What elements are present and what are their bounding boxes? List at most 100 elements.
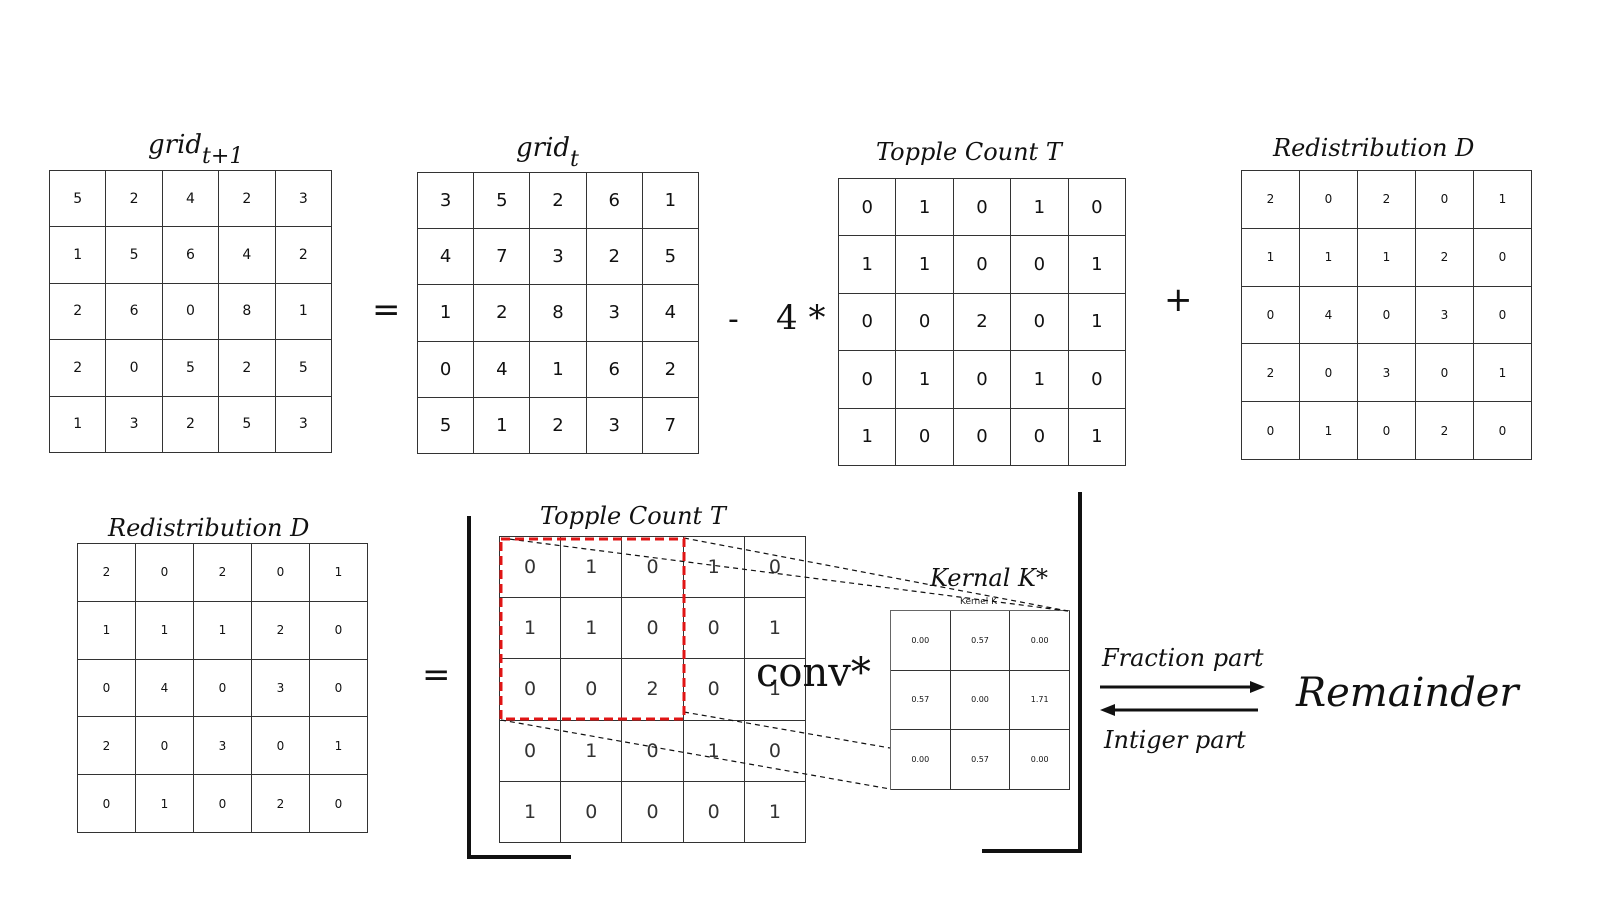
topple-count-2-cell: 0 (622, 720, 684, 782)
topple-count-1-cell: 1 (896, 351, 954, 409)
grid-t-plus-1-cell: 2 (50, 340, 107, 397)
grid-t-cell: 1 (418, 285, 475, 342)
redistribution-title-2: Redistribution D (108, 514, 310, 542)
topple-count-2-cell: 0 (683, 659, 745, 721)
redistribution-1-cell: 0 (1300, 171, 1358, 229)
topple-count-2-cell: 0 (683, 598, 745, 660)
topple-count-2-cell: 1 (561, 537, 623, 599)
redistribution-1-cell: 0 (1358, 402, 1416, 460)
redistribution-2-cell: 0 (252, 717, 310, 776)
redistribution-1-cell: 0 (1358, 286, 1416, 345)
grid-t-cell: 7 (474, 229, 531, 286)
topple-count-2-cell: 0 (500, 659, 562, 721)
grid-t-title-main: grid (516, 133, 571, 163)
redistribution-title-1: Redistribution D (1273, 134, 1475, 162)
redistribution-2-cell: 0 (310, 775, 368, 833)
grid-t-plus-1-cell: 2 (219, 340, 276, 397)
grid-t-plus-1-cell: 5 (106, 227, 163, 284)
redistribution-2-cell: 4 (136, 659, 194, 718)
grid-t-cell: 3 (530, 229, 587, 286)
integer-part-label: Intiger part (1104, 726, 1246, 754)
projection-line (500, 719, 891, 790)
redistribution-1-cell: 0 (1416, 171, 1474, 229)
grid-t-cell: 4 (474, 341, 531, 398)
topple-count-2-cell: 1 (683, 720, 745, 782)
topple-count-2-cell: 1 (500, 781, 562, 843)
topple-count-1-cell: 1 (1068, 293, 1126, 352)
grid-t-plus-1-cell: 3 (275, 171, 332, 228)
redistribution-1-cell: 1 (1358, 228, 1416, 287)
topple-count-1-cell: 0 (896, 293, 954, 352)
grid-t-cell: 4 (642, 285, 699, 342)
redistribution-2-cell: 1 (136, 601, 194, 660)
grid-t-cell: 2 (530, 173, 587, 230)
redistribution-2-cell: 0 (136, 544, 194, 602)
right-arrow-icon (1100, 681, 1265, 693)
redistribution-2-cell: 0 (78, 775, 136, 833)
topple-count-1-cell: 2 (953, 293, 1012, 352)
redistribution-2-cell: 2 (78, 717, 136, 776)
grid-t-cell: 7 (642, 397, 699, 454)
topple-count-1-cell: 1 (1068, 408, 1126, 466)
kernel-cell: 0.00 (950, 670, 1011, 731)
topple-count-1-cell: 0 (839, 293, 897, 352)
kernel-cell: 0.00 (891, 730, 951, 790)
redistribution-1-cell: 2 (1416, 402, 1474, 460)
topple-count-1-cell: 0 (1011, 236, 1069, 294)
redistribution-2-cell: 0 (310, 601, 368, 660)
redistribution-1-cell: 0 (1474, 402, 1532, 460)
redistribution-2-cell: 0 (194, 775, 252, 833)
kernel-cell: 0.00 (1010, 730, 1070, 790)
redistribution-1-cell: 3 (1416, 286, 1474, 345)
grid-t-cell: 6 (586, 341, 643, 398)
grid-t-plus-1-cell: 5 (219, 396, 276, 453)
redistribution-2-cell: 1 (310, 717, 368, 776)
redistribution-1-cell: 0 (1416, 344, 1474, 403)
redistribution-2-cell: 1 (136, 775, 194, 833)
grid-t-cell: 1 (474, 397, 531, 454)
projection-line (683, 711, 891, 749)
grid-t-cell: 3 (586, 285, 643, 342)
kernel-title: Kernal K* (930, 564, 1048, 592)
grid-t-plus-1-cell: 4 (219, 227, 276, 284)
redistribution-1-cell: 1 (1242, 228, 1300, 287)
grid-t-plus-1-cell: 6 (162, 227, 220, 284)
grid-t-plus-1-cell: 3 (106, 396, 163, 453)
redistribution-1-cell: 4 (1300, 286, 1358, 345)
grid-t-plus-1-cell: 4 (162, 171, 220, 228)
topple-count-1-cell: 1 (839, 408, 897, 466)
grid-t-plus-1-cell: 2 (106, 171, 163, 228)
kernel-cell: 0.00 (891, 611, 951, 671)
grid-t-cell: 2 (642, 341, 699, 398)
topple-count-1-cell: 0 (953, 179, 1012, 237)
topple-count-1-cell: 1 (896, 236, 954, 294)
left-arrow-icon (1100, 704, 1258, 716)
redistribution-2-cell: 1 (194, 601, 252, 660)
topple-count-1-cell: 0 (1011, 293, 1069, 352)
grid-t-plus-1-title: gridt+1 (148, 130, 243, 169)
grid-t-plus-1-cell: 5 (50, 171, 107, 228)
redistribution-2-cell: 2 (78, 544, 136, 602)
grid-t-plus-1-title-sub: t+1 (202, 142, 244, 169)
grid-t-plus-1-cell: 1 (275, 283, 332, 341)
grid-t-plus-1-cell: 0 (162, 283, 220, 341)
topple-count-2-cell: 0 (500, 537, 562, 599)
topple-count-1-cell: 1 (1011, 179, 1069, 237)
topple-count-2-cell: 1 (561, 720, 623, 782)
topple-count-1-cell: 0 (839, 351, 897, 409)
minus-sign: - (728, 302, 739, 337)
topple-count-2-cell: 0 (744, 720, 806, 782)
grid-t-plus-1-cell: 0 (106, 340, 163, 397)
equals-sign-2: = (422, 655, 451, 695)
redistribution-2-cell: 2 (194, 544, 252, 602)
grid-t-plus-1-cell: 2 (162, 396, 220, 453)
redistribution-1-cell: 0 (1242, 286, 1300, 345)
redistribution-1-cell: 0 (1300, 344, 1358, 403)
redistribution-1-cell: 1 (1300, 402, 1358, 460)
